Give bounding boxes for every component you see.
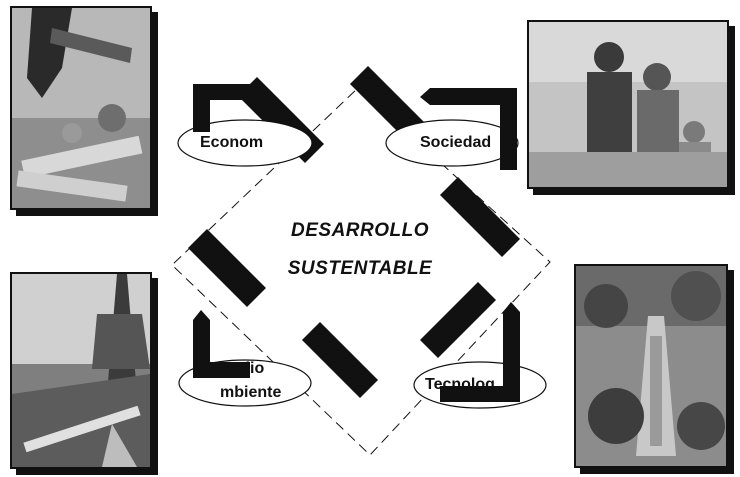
oval-economia [177,119,313,167]
label-ambiente: mbiente [220,384,282,401]
label-tecnologia: Tecnolog [425,376,495,393]
label-economia: Econom [200,134,264,151]
photo-family [527,20,729,189]
center-title-line2: SUSTENTABLE [287,258,433,279]
center-title-line1: DESARROLLO [291,220,429,241]
corner-arrows [193,84,520,402]
oval-sociedad [385,119,519,167]
photo-technology-ruins [574,264,728,468]
photo-money-hammer [10,6,152,210]
photo-forest-landscape [10,272,152,469]
label-medio: Medio [218,360,265,377]
label-sociedad: Sociedad [420,134,492,151]
